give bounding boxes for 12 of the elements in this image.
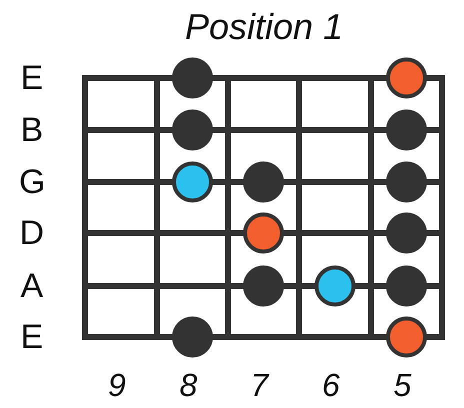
string-name: B	[20, 113, 44, 147]
fret-number: 9	[108, 369, 126, 401]
string-name: A	[20, 269, 44, 303]
string-name: G	[19, 165, 46, 199]
fret-number: 6	[322, 369, 340, 401]
string-name: E	[20, 320, 44, 354]
fret-number: 5	[394, 369, 412, 401]
string-name: E	[20, 61, 44, 95]
fret-number: 8	[180, 369, 198, 401]
diagram-title: Position 1	[185, 9, 344, 45]
fret-number: 7	[250, 369, 268, 401]
string-name: D	[20, 216, 44, 250]
